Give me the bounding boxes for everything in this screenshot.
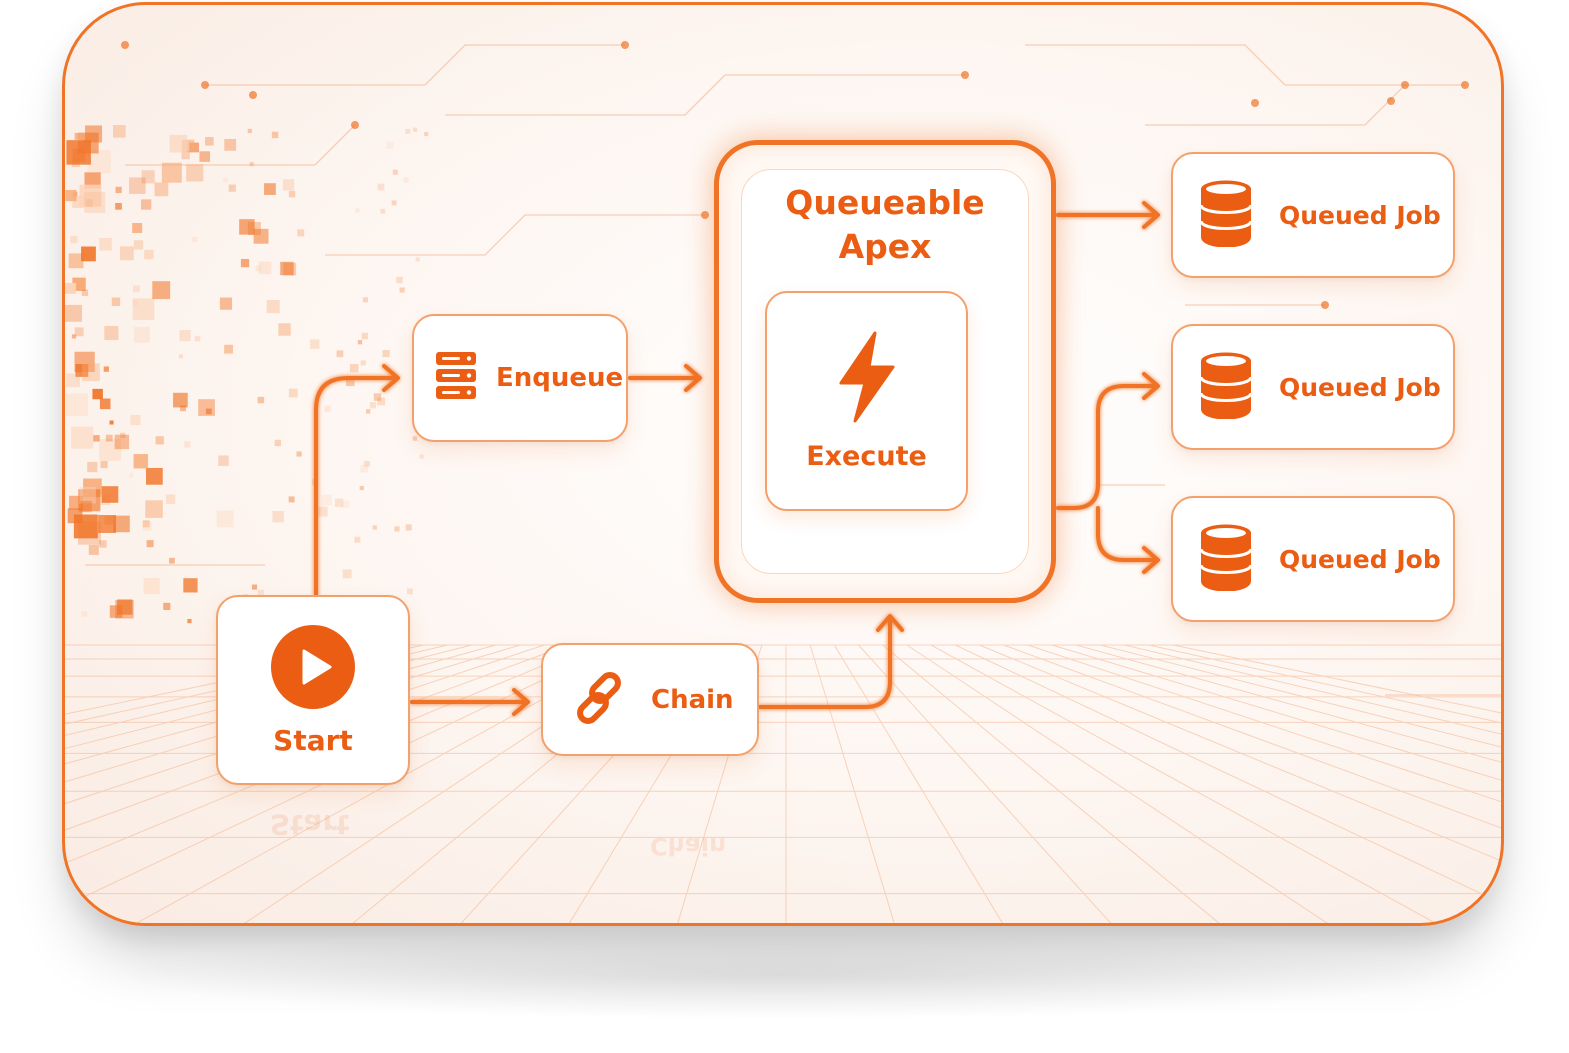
enqueue-node[interactable]: Enqueue <box>412 314 628 442</box>
execute-node[interactable]: Execute <box>765 291 968 511</box>
queueable-apex-title: Queueable Apex <box>785 183 985 266</box>
arrowhead-queueable-job3 <box>1142 546 1160 574</box>
connector-chain-queueable <box>758 618 892 709</box>
arrowhead-start-chain <box>512 688 530 716</box>
chain-label: Chain <box>651 684 734 715</box>
queued-job-node[interactable]: Queued Job <box>1171 496 1455 622</box>
connector-queueable-job3 <box>1096 506 1158 562</box>
lightning-icon <box>837 331 897 427</box>
connector-start-enqueue <box>314 376 398 597</box>
arrowhead-queueable-job2 <box>1142 372 1160 400</box>
queued-job-node[interactable]: Queued Job <box>1171 152 1455 278</box>
chain-node[interactable]: Chain <box>541 643 759 756</box>
queued-job-node[interactable]: Queued Job <box>1171 324 1455 450</box>
play-icon <box>270 624 356 714</box>
queued-job-label: Queued Job <box>1279 544 1441 574</box>
queueable-apex-container[interactable]: Queueable Apex Execute <box>714 140 1056 603</box>
database-icon <box>1199 523 1253 595</box>
database-icon <box>1199 351 1253 423</box>
arrowhead-queueable-job1 <box>1142 201 1160 229</box>
link-icon <box>571 667 633 733</box>
start-label: Start <box>273 723 353 757</box>
database-icon <box>1199 179 1253 251</box>
arrowhead-enqueue-queueable <box>684 364 702 392</box>
server-icon <box>434 351 478 405</box>
arrowhead-start-enqueue <box>382 364 400 392</box>
queued-job-label: Queued Job <box>1279 372 1441 402</box>
start-node[interactable]: Start <box>216 595 410 785</box>
queued-job-label: Queued Job <box>1279 200 1441 230</box>
execute-label: Execute <box>806 440 927 472</box>
arrowhead-chain-queueable <box>876 614 904 632</box>
enqueue-label: Enqueue <box>496 363 624 393</box>
chain-reflection: Chain <box>650 832 727 860</box>
start-reflection: Start <box>270 808 350 841</box>
card-shadow <box>110 930 1450 1020</box>
connector-queueable-job2 <box>1056 384 1158 510</box>
